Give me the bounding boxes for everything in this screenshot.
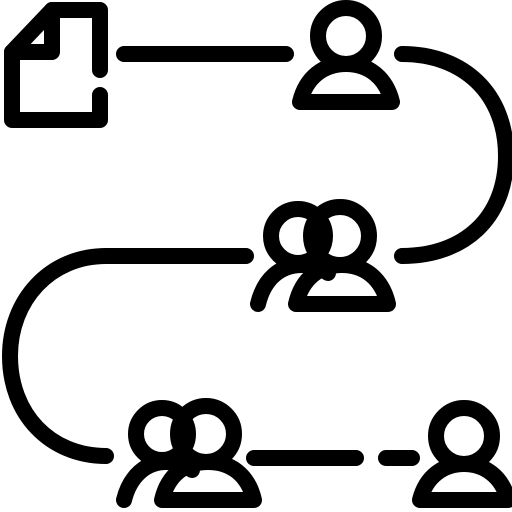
group-users-icon xyxy=(116,398,262,508)
connector-curve-right xyxy=(394,46,512,264)
group-users-icon xyxy=(250,199,396,312)
single-user-icon xyxy=(292,0,400,110)
single-user-icon xyxy=(412,400,512,508)
connector-curve-left xyxy=(2,248,254,464)
document-icon xyxy=(4,2,108,128)
